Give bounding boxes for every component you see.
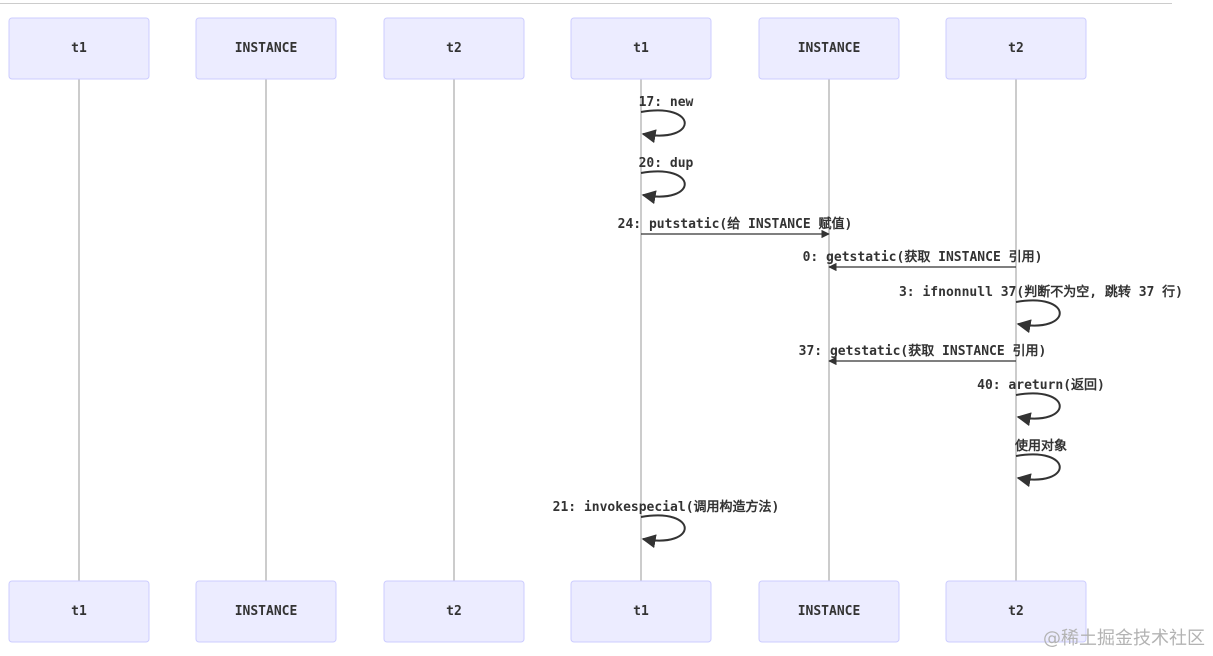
actor-bottom-6: t2 [945,580,1087,643]
lifelines [78,79,1017,581]
message-5: 3: ifnonnull 37(判断不为空, 跳转 37 行) [899,284,1183,334]
actors-top: t1 INSTANCE t2 t1 INSTANCE t2 [8,17,1087,80]
actor-top-4: t1 [570,17,712,80]
actor-bottom-3: t2 [383,580,525,643]
message-8: 使用对象 [1014,438,1067,488]
actor-box [758,580,900,643]
message-label: 21: invokespecial(调用构造方法) [553,499,780,515]
message-label: 0: getstatic(获取 INSTANCE 引用) [803,249,1043,265]
message-label: 17: new [639,95,694,110]
actor-label: t2 [1008,604,1024,619]
message-7: 40: areturn(返回) [977,378,1105,427]
message-label: 20: dup [639,156,694,171]
actor-box [195,580,337,643]
message-2: 20: dup [639,156,694,205]
self-loop-arrow [640,170,686,205]
message-3: 24: putstatic(给 INSTANCE 赋值) [618,216,853,239]
actor-label: t2 [446,41,462,56]
actor-bottom-4: t1 [570,580,712,643]
self-loop-arrow [1015,453,1061,488]
actor-label: INSTANCE [235,604,298,619]
actor-box [570,580,712,643]
messages: 17: new 20: dup 24: putstatic(给 INSTANCE 赋… [553,95,1183,549]
actor-box [383,17,525,80]
actor-top-3: t2 [383,17,525,80]
watermark: @稀土掘金技术社区 [1043,628,1205,649]
message-4: 0: getstatic(获取 INSTANCE 引用) [803,249,1043,272]
actor-box [758,17,900,80]
message-1: 17: new [639,95,694,144]
actor-label: t1 [633,41,649,56]
actor-box [570,17,712,80]
actor-box [195,17,337,80]
message-9: 21: invokespecial(调用构造方法) [553,499,780,549]
actor-label: t1 [633,604,649,619]
actor-top-1: t1 [8,17,150,80]
actor-bottom-5: INSTANCE [758,580,900,643]
actor-label: t1 [71,41,87,56]
actor-label: INSTANCE [798,41,861,56]
self-loop-arrow [640,109,686,144]
message-label: 使用对象 [1014,438,1067,454]
actor-box [8,580,150,643]
message-6: 37: getstatic(获取 INSTANCE 引用) [799,343,1047,366]
actor-label: t1 [71,604,87,619]
self-loop-arrow [640,514,686,549]
actor-label: INSTANCE [235,41,298,56]
message-label: 24: putstatic(给 INSTANCE 赋值) [618,216,853,232]
actor-box [945,580,1087,643]
message-label: 37: getstatic(获取 INSTANCE 引用) [799,343,1047,359]
actor-box [383,580,525,643]
actor-box [8,17,150,80]
actor-box [945,17,1087,80]
actor-label: t2 [1008,41,1024,56]
self-loop-arrow [1015,392,1061,427]
actor-top-6: t2 [945,17,1087,80]
actors-bottom: t1 INSTANCE t2 t1 INSTANCE t2 [8,580,1087,643]
actor-top-5: INSTANCE [758,17,900,80]
actor-bottom-1: t1 [8,580,150,643]
actor-label: INSTANCE [798,604,861,619]
self-loop-arrow [1015,299,1061,334]
actor-top-2: INSTANCE [195,17,337,80]
actor-bottom-2: INSTANCE [195,580,337,643]
message-label: 40: areturn(返回) [977,378,1105,393]
message-label: 3: ifnonnull 37(判断不为空, 跳转 37 行) [899,284,1183,300]
actor-label: t2 [446,604,462,619]
